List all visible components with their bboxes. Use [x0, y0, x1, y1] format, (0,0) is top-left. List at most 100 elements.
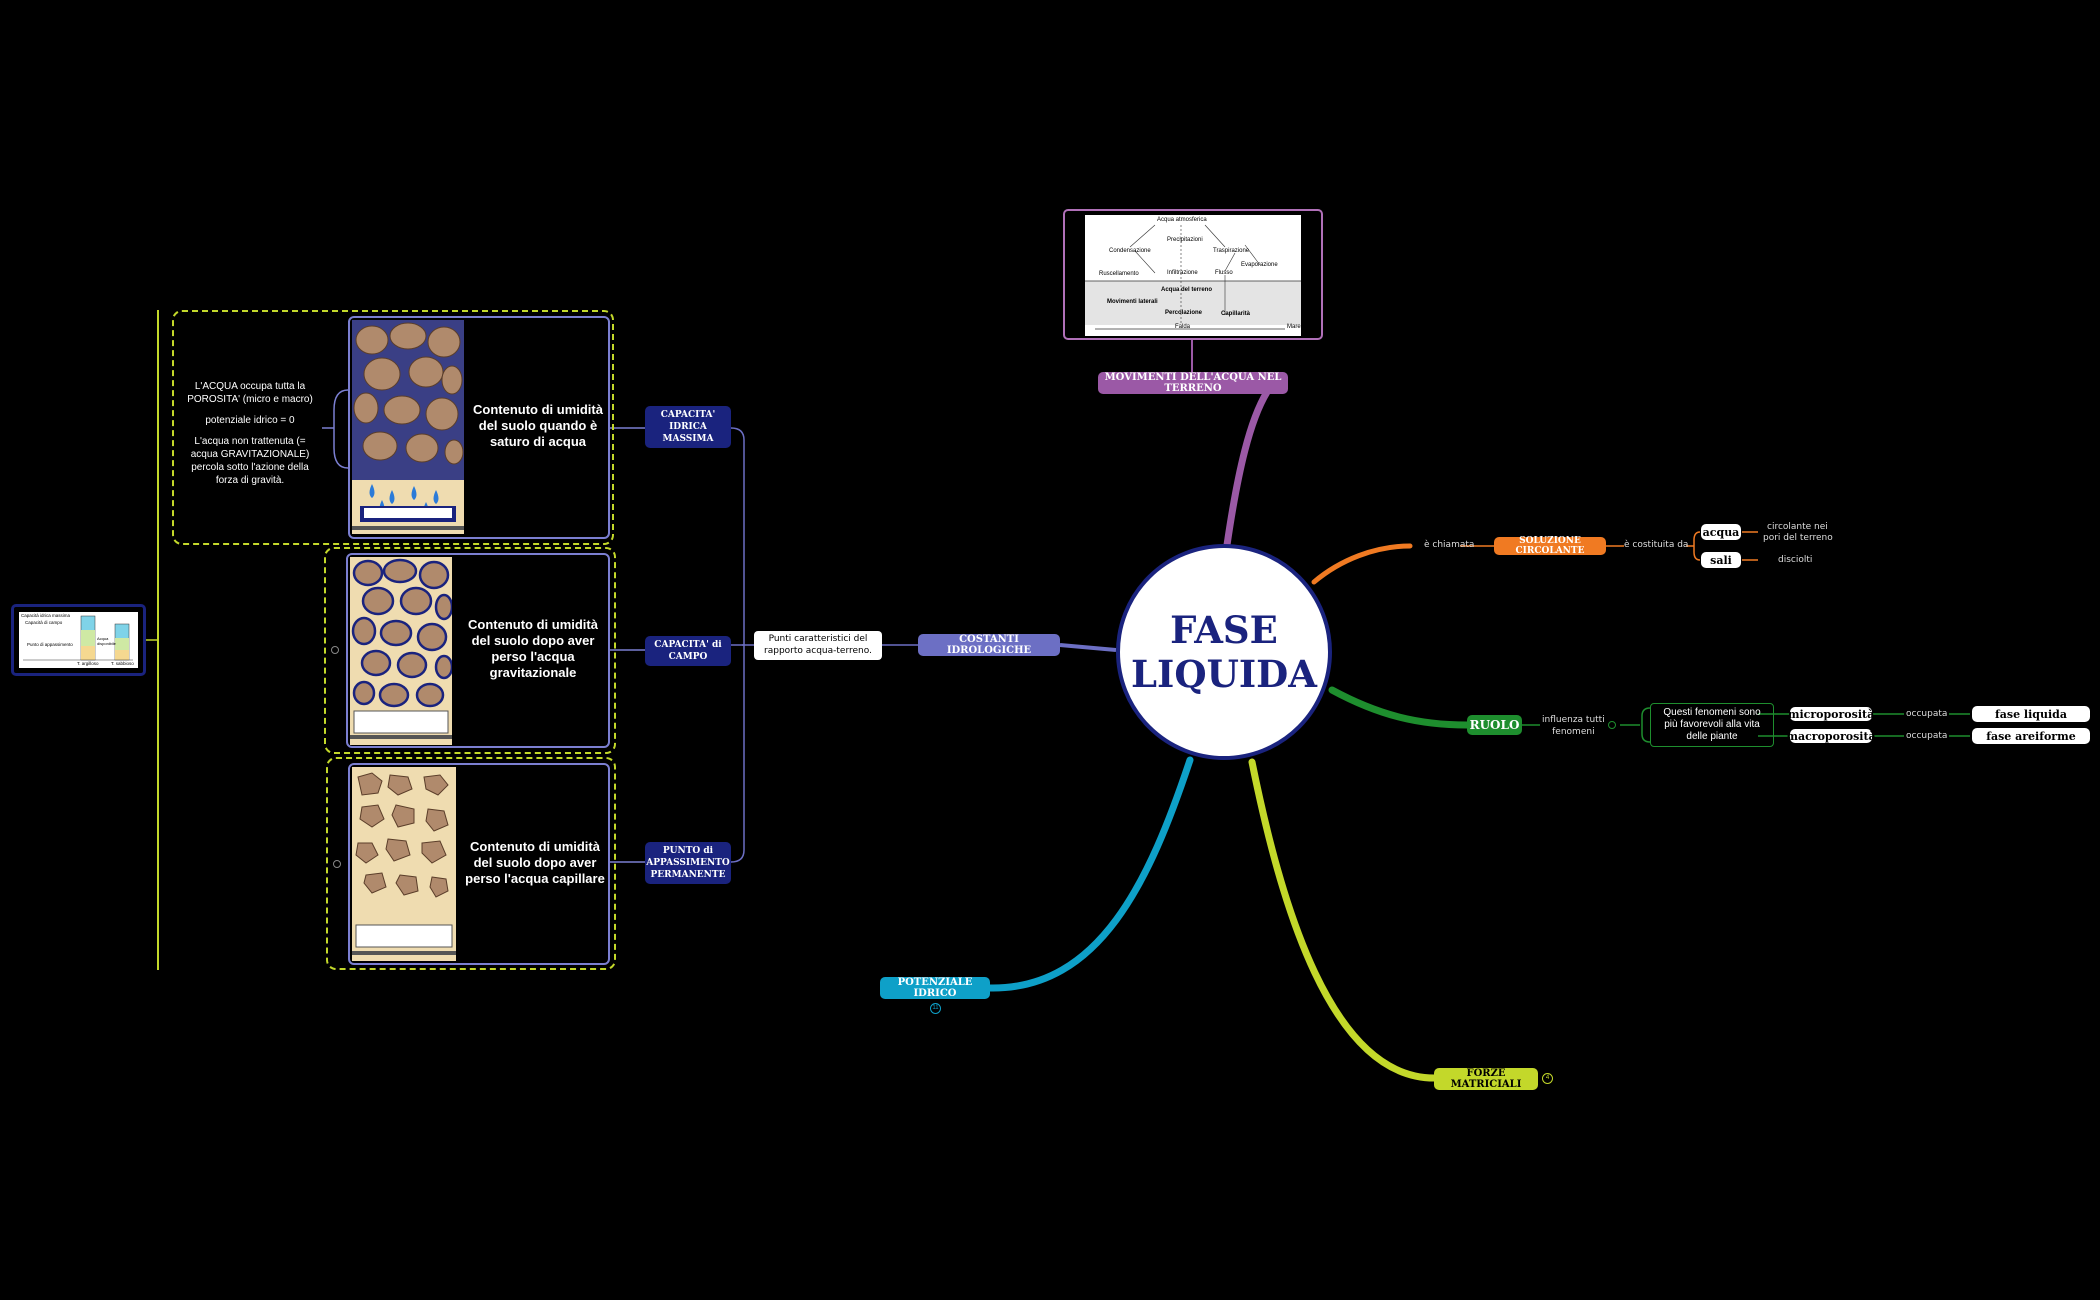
- wc-percolazione: Percolazione: [1165, 310, 1203, 316]
- fenomeni-line1: Questi fenomeni sono: [1663, 707, 1761, 718]
- note-line4: L'acqua non trattenuta (=: [194, 436, 306, 447]
- acqua-node[interactable]: acqua: [1701, 524, 1741, 540]
- wc-ruscellamento: Ruscellamento: [1099, 271, 1139, 277]
- pap-line2: APPASSIMENTO: [646, 858, 730, 868]
- central-topic[interactable]: FASE LIQUIDA: [1116, 544, 1332, 760]
- macroporosita-node[interactable]: macroporosità: [1786, 729, 1876, 743]
- fase-aeriforme-node[interactable]: fase areiforme: [1972, 728, 2090, 744]
- potenziale-count-bubble[interactable]: 11: [930, 1003, 941, 1014]
- wc-acqua-terreno: Acqua del terreno: [1161, 287, 1213, 293]
- fenomeni-box[interactable]: Questi fenomeni sono più favorevoli alla…: [1650, 703, 1774, 747]
- p2-cap2: del suolo dopo aver: [471, 633, 595, 648]
- costanti-idrologiche-topic[interactable]: COSTANTI IDROLOGICHE: [918, 634, 1060, 656]
- sc-capacita-idrica: Capacità idrica massima: [21, 613, 71, 618]
- small-chart-image: Capacità idrica massima Capacità di camp…: [19, 612, 138, 668]
- central-title-line2: LIQUIDA: [1131, 652, 1317, 696]
- potenziale-idrico-topic[interactable]: POTENZIALE IDRICO: [880, 977, 990, 999]
- soil-image-saturo: [352, 320, 464, 534]
- soluzione-bracket: [1693, 531, 1701, 561]
- caption-appassimento: Contenuto di umidità del suolo dopo aver…: [462, 839, 608, 887]
- wc-condensazione: Condensazione: [1109, 248, 1151, 254]
- wc-acqua-atmosferica: Acqua atmosferica: [1157, 217, 1207, 223]
- punti-line1: Punti caratteristici del: [768, 634, 868, 644]
- capacita-idrica-massima-topic[interactable]: CAPACITA' IDRICA MASSIMA: [645, 406, 731, 448]
- punto-appassimento-topic[interactable]: PUNTO di APPASSIMENTO PERMANENTE: [645, 842, 731, 884]
- wc-evaporazione: Evaporazione: [1241, 262, 1278, 268]
- microporosita-node[interactable]: microporosità: [1787, 707, 1875, 721]
- boundary-appassimento: [326, 757, 616, 970]
- boundary-campo: [324, 547, 616, 754]
- movimenti-topic[interactable]: MOVIMENTI DELL'ACQUA NEL TERRENO: [1098, 372, 1288, 394]
- p3-cap1: Contenuto di umidità: [470, 839, 600, 854]
- influenza-line1: influenza tutti: [1542, 715, 1605, 725]
- fenomeni-line3: delle piante: [1686, 731, 1738, 742]
- occupata-label-1: occupata: [1904, 709, 1950, 719]
- forze-matriciali-topic[interactable]: FORZE MATRICIALI: [1434, 1068, 1538, 1090]
- sc-acqua-disponibile: Acqua disponibile: [97, 636, 116, 646]
- small-chart-drawing: [23, 615, 133, 661]
- soluzione-circolante-topic[interactable]: SOLUZIONE CIRCOLANTE: [1494, 536, 1606, 556]
- soil-image-appassimento: [352, 767, 456, 961]
- sc-t-sabbioso: T. sabbioso: [111, 661, 134, 666]
- water-cycle-image-frame[interactable]: Acqua atmosferica Precipitazioni Condens…: [1063, 209, 1323, 340]
- occupata-label-2: occupata: [1904, 731, 1950, 741]
- central-title-line1: FASE: [1170, 608, 1278, 652]
- cdc-line1: CAPACITA' di: [654, 640, 722, 650]
- p2-cap1: Contenuto di umidità: [468, 617, 598, 632]
- p2-cap4: gravitazionale: [489, 665, 577, 680]
- influenza-line2: fenomeni: [1552, 727, 1595, 737]
- wc-falda: Falda: [1175, 324, 1191, 330]
- water-cycle-diagram: [1085, 224, 1301, 330]
- sali-node[interactable]: sali: [1701, 552, 1741, 568]
- panel-campo[interactable]: Contenuto di umidità del suolo dopo aver…: [346, 553, 610, 748]
- notes-bracket: [333, 389, 349, 469]
- wc-infiltrazione: Infiltrazione: [1167, 270, 1198, 276]
- branch-forze-line: [1248, 758, 1440, 1082]
- e-chiamata-label: è chiamata: [1424, 540, 1475, 550]
- acqua-note: circolante nei pori del terreno: [1763, 522, 1833, 544]
- cim-line2: IDRICA: [669, 422, 707, 432]
- ruolo-topic[interactable]: RUOLO: [1467, 715, 1522, 735]
- boundary-saturo: [172, 310, 614, 545]
- panel-saturo[interactable]: Contenuto di umidità del suolo quando è …: [348, 316, 610, 539]
- soil-image-campo: [350, 557, 454, 745]
- sc-punto-appassimento: Punto di appassimento: [27, 642, 73, 647]
- cdc-line2: CAMPO: [668, 652, 708, 662]
- forze-count-bubble[interactable]: 4: [1542, 1073, 1553, 1084]
- campo-collapse-bubble[interactable]: [331, 646, 339, 654]
- branch-movimenti-line: [1223, 388, 1271, 549]
- ruolo-bracket: [1641, 707, 1651, 743]
- soil-saturo-drawing: [352, 320, 464, 530]
- cim-line1: CAPACITA': [660, 410, 716, 420]
- ruolo-collapse-bubble[interactable]: [1608, 721, 1616, 729]
- punti-caratteristici-box[interactable]: Punti caratteristici del rapporto acqua-…: [754, 631, 882, 660]
- appassimento-collapse-bubble[interactable]: [333, 860, 341, 868]
- note-line3: potenziale idrico = 0: [205, 415, 295, 426]
- fase-liquida-node[interactable]: fase liquida: [1972, 706, 2090, 722]
- p1-cap2: del suolo quando è: [478, 418, 598, 433]
- influenza-label: influenza tutti fenomeni: [1542, 714, 1605, 738]
- wc-movimenti-laterali: Movimenti laterali: [1107, 299, 1158, 305]
- cim-line3: MASSIMA: [662, 434, 714, 444]
- notes-saturo: L'ACQUA occupa tutta la POROSITA' (micro…: [180, 380, 320, 487]
- branch-soluzione-line: [1311, 543, 1413, 585]
- p1-cap3: saturo di acqua: [489, 434, 587, 449]
- note-line1: L'ACQUA occupa tutta la: [194, 381, 306, 392]
- sc-capacita-campo: Capacità di campo: [25, 620, 63, 625]
- capacita-di-campo-topic[interactable]: CAPACITA' di CAMPO: [645, 636, 731, 666]
- sali-note: disciolti: [1778, 555, 1813, 565]
- branch-potenziale-line: [986, 756, 1194, 992]
- wc-mare: Mare: [1287, 324, 1301, 330]
- caption-campo: Contenuto di umidità del suolo dopo aver…: [460, 617, 606, 681]
- wc-capillarita: Capillarità: [1221, 311, 1251, 317]
- punti-line2: rapporto acqua-terreno.: [764, 646, 872, 656]
- soil-appassimento-drawing: [352, 772, 456, 955]
- wc-traspirazione: Traspirazione: [1213, 248, 1250, 254]
- small-chart-frame[interactable]: Capacità idrica massima Capacità di camp…: [11, 604, 146, 676]
- branch-ruolo-line: [1328, 686, 1471, 729]
- panel-appassimento[interactable]: Contenuto di umidità del suolo dopo aver…: [348, 763, 610, 965]
- fenomeni-line2: più favorevoli alla vita: [1664, 719, 1760, 730]
- branch-costanti-line: [1059, 643, 1117, 652]
- note-line5: acqua GRAVITAZIONALE): [190, 449, 310, 460]
